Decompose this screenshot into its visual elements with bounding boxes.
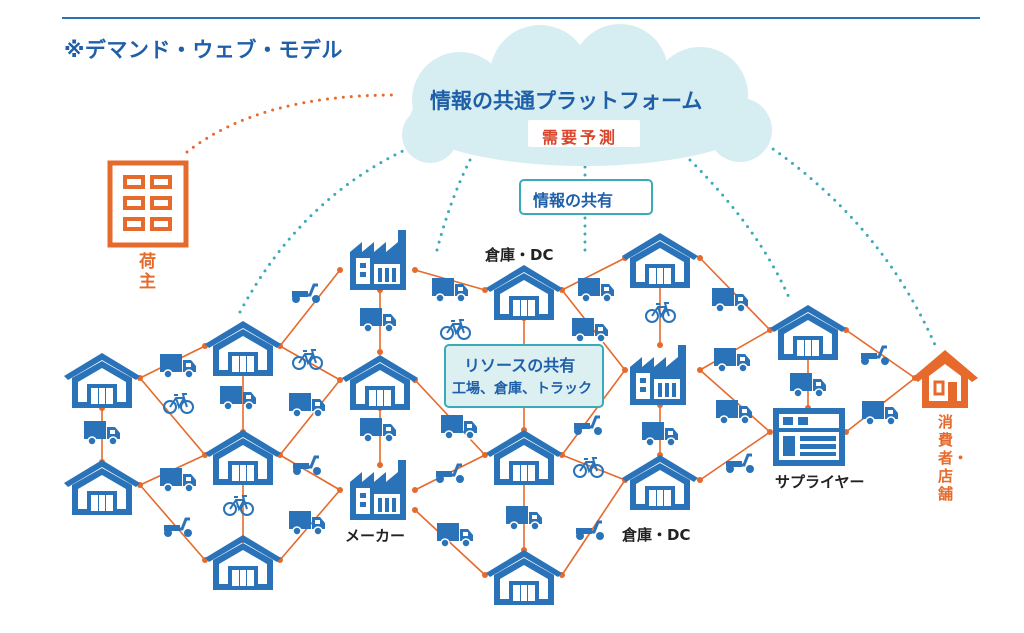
warehouse-icon [622, 455, 698, 510]
truck-icon [440, 414, 478, 440]
scooter-icon [574, 520, 606, 542]
shipper-label: 荷主 [139, 252, 156, 292]
warehouse-icon [486, 550, 562, 605]
supplier-label: サプライヤー [775, 473, 865, 491]
shipper-building-icon [107, 160, 189, 248]
bicycle-icon [440, 319, 471, 340]
scooter-icon [291, 455, 323, 477]
warehouse-icon [64, 353, 140, 408]
scooter-icon [724, 453, 756, 475]
bicycle-icon [223, 495, 254, 516]
truck-icon [715, 399, 753, 425]
warehouse-icon [486, 265, 562, 320]
warehouse-icon [342, 355, 418, 410]
consumer-label: 消費者・店舗 [938, 413, 969, 503]
truck-icon [713, 347, 751, 373]
truck-icon [219, 385, 257, 411]
page-title: ※デマンド・ウェブ・モデル [64, 38, 343, 62]
truck-icon [359, 417, 397, 443]
forecast-label: 需要予測 [542, 128, 619, 147]
truck-icon [711, 287, 749, 313]
share-info-label: 情報の共有 [533, 191, 614, 210]
truck-icon [861, 400, 899, 426]
truck-icon [431, 277, 469, 303]
consumer-house-icon [912, 350, 978, 408]
header-rule [62, 17, 980, 19]
platform-label: 情報の共通プラットフォーム [430, 89, 703, 113]
bicycle-icon [292, 349, 323, 370]
warehouse-icon [622, 233, 698, 288]
warehouse-icon [205, 321, 281, 376]
scooter-icon [162, 517, 194, 539]
truck-icon [436, 522, 474, 548]
warehouse-icon [770, 305, 846, 360]
warehouse-icon [486, 430, 562, 485]
supplier-building-icon [773, 408, 845, 466]
cloud-platform [402, 24, 772, 166]
bicycle-icon [163, 393, 194, 414]
truck-icon [577, 277, 615, 303]
forecast-box [528, 120, 640, 147]
factory-icon [350, 230, 406, 290]
truck-icon [288, 392, 326, 418]
share-info-box [519, 179, 653, 215]
warehouse-dc-label-bottom: 倉庫・DC [622, 526, 691, 544]
resource-label-1: リソースの共有 [464, 356, 576, 375]
truck-icon [159, 353, 197, 379]
scooter-icon [290, 283, 322, 305]
warehouse-dc-label-top: 倉庫・DC [485, 246, 554, 264]
truck-icon [359, 307, 397, 333]
resource-box [444, 344, 604, 408]
factory-icon [350, 460, 406, 520]
factory-icon [630, 345, 686, 405]
maker-label: メーカー [345, 527, 406, 545]
warehouse-icon [205, 430, 281, 485]
truck-icon [159, 467, 197, 493]
warehouse-icon [205, 535, 281, 590]
resource-label-2: 工場、倉庫、トラック [452, 381, 592, 397]
truck-icon [571, 317, 609, 343]
warehouse-icon [64, 460, 140, 515]
